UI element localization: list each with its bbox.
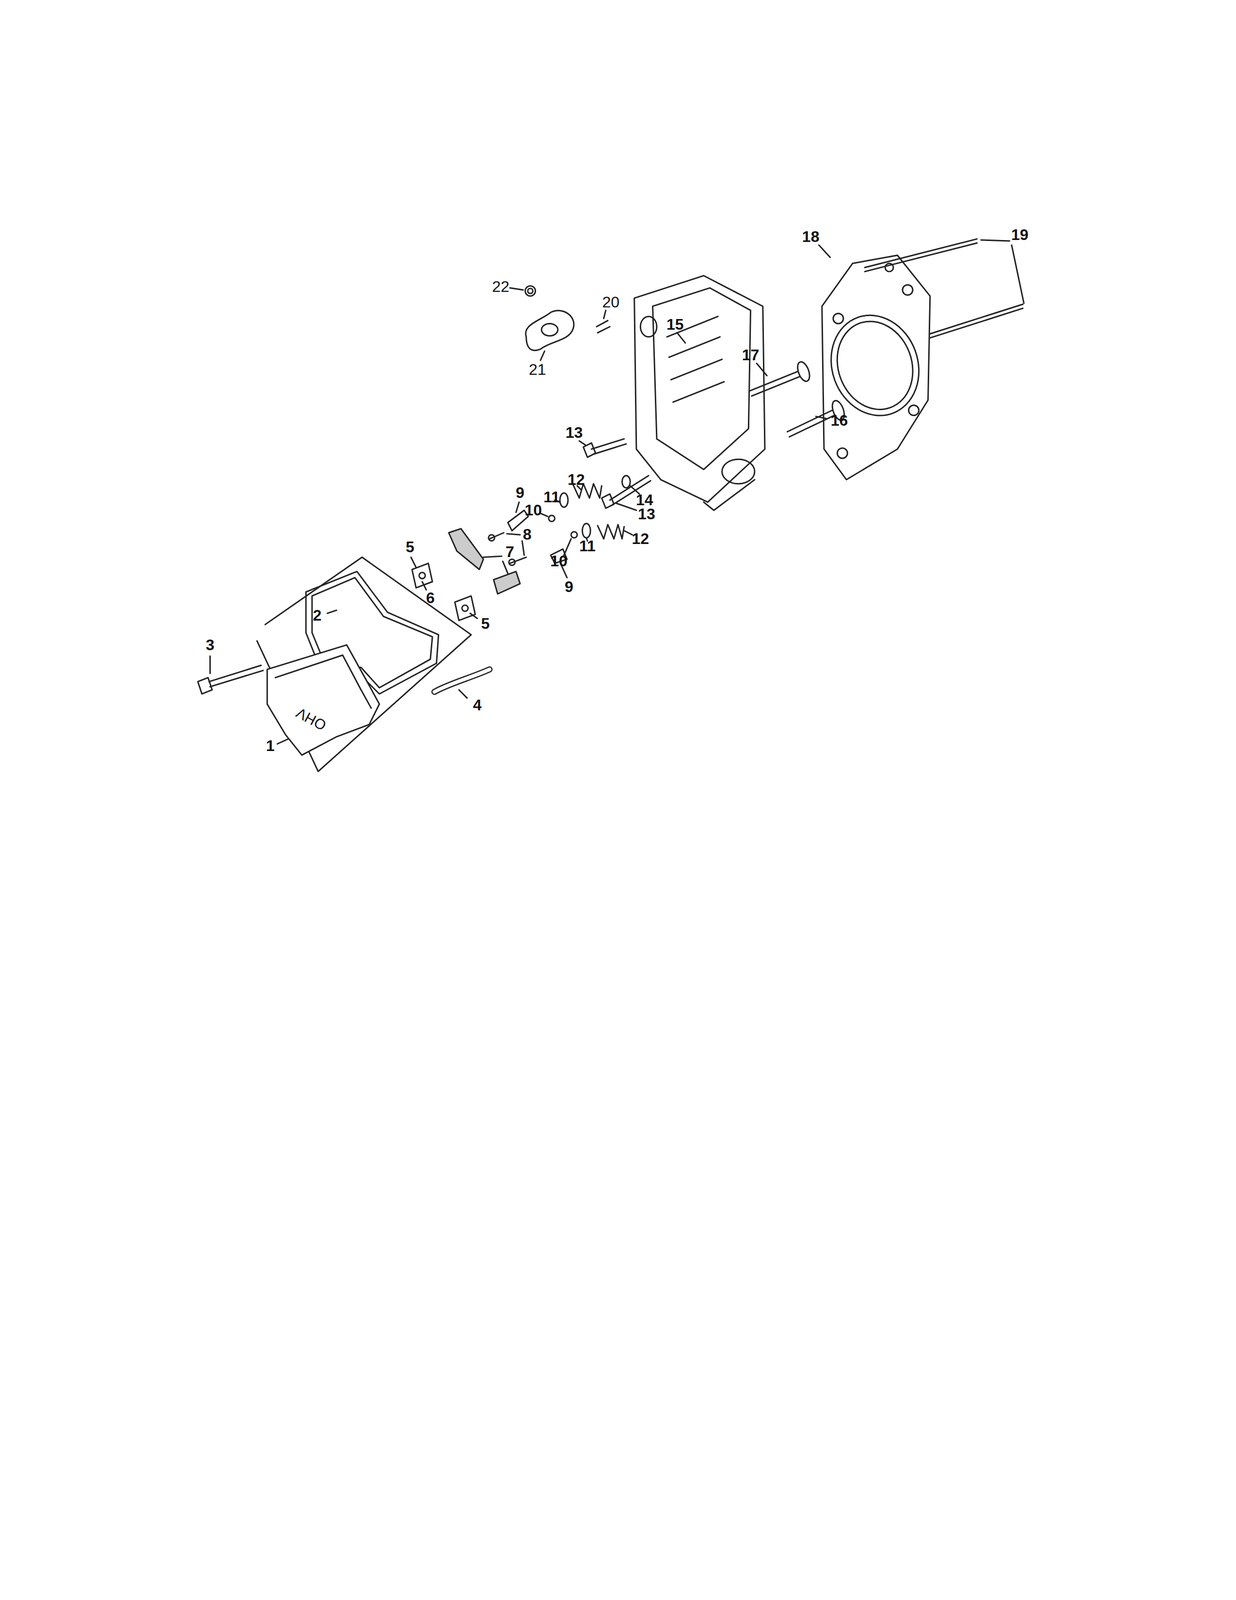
callout-number: 10 bbox=[524, 502, 543, 518]
callout-number: 22 bbox=[491, 278, 510, 295]
callout-number: 9 bbox=[515, 484, 525, 501]
callout-number: 11 bbox=[543, 489, 560, 505]
callout-number: 16 bbox=[830, 412, 849, 428]
callout-number: 11 bbox=[579, 538, 596, 554]
callout-number: 5 bbox=[481, 615, 491, 632]
callout-number: 13 bbox=[565, 424, 584, 441]
callout-number: 1 bbox=[266, 737, 275, 754]
callout-number: 9 bbox=[564, 578, 574, 595]
callout-number: 17 bbox=[742, 347, 760, 363]
callout-number: 4 bbox=[473, 697, 482, 713]
callout-number: 18 bbox=[802, 228, 820, 245]
callout-number: 21 bbox=[528, 361, 547, 378]
callout-number: 12 bbox=[631, 530, 650, 547]
callout-number: 15 bbox=[666, 316, 684, 333]
callout-number: 10 bbox=[550, 553, 568, 569]
callout-number: 5 bbox=[405, 538, 415, 555]
callout-number: 3 bbox=[206, 636, 215, 653]
callout-number: 19 bbox=[1011, 226, 1029, 243]
callout-number: 20 bbox=[602, 294, 620, 310]
callout-number: 6 bbox=[426, 589, 435, 606]
callout-number: 2 bbox=[312, 607, 322, 623]
callout-number: 14 bbox=[635, 491, 654, 508]
callout-number: 13 bbox=[637, 506, 656, 522]
callout-number: 7 bbox=[505, 543, 515, 560]
callout-number: 8 bbox=[522, 526, 532, 542]
callout-number: 12 bbox=[567, 471, 586, 488]
